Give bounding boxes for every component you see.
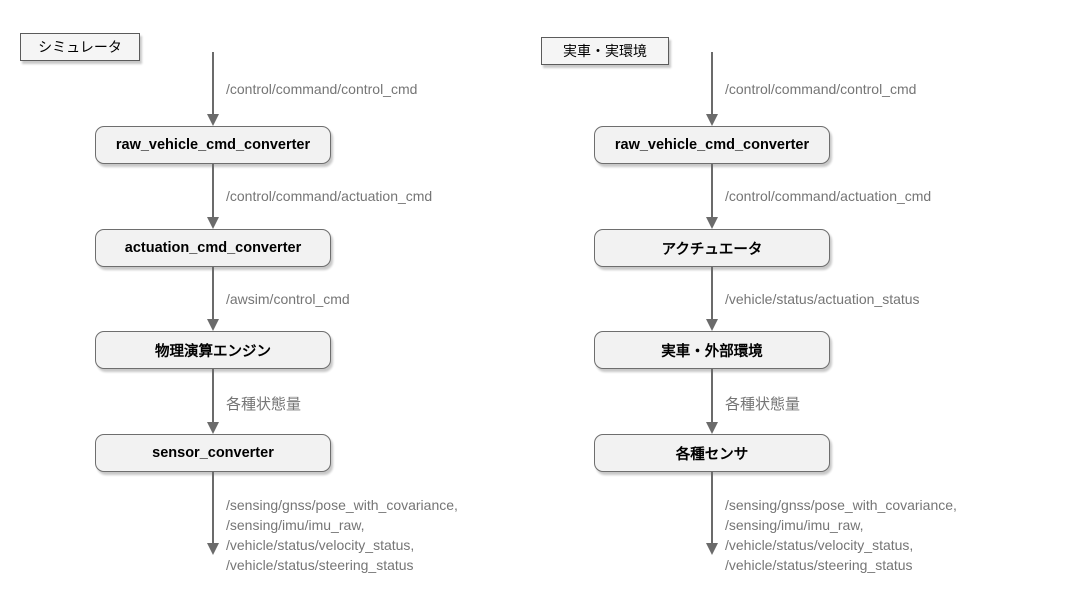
down-arrow-head-icon bbox=[207, 217, 219, 229]
flow-node-sensor-converter: sensor_converter bbox=[95, 434, 331, 472]
output-topics-label: /sensing/gnss/pose_with_covariance, /sen… bbox=[226, 497, 458, 573]
flow-node-actuation-cmd-converter: actuation_cmd_converter bbox=[95, 229, 331, 267]
column-header-real-vehicle: 実車・実環境 bbox=[541, 37, 669, 65]
down-arrow-line bbox=[212, 471, 214, 543]
flow-node-actuator: アクチュエータ bbox=[594, 229, 830, 267]
down-arrow-head-icon bbox=[207, 114, 219, 126]
down-arrow-line bbox=[711, 471, 713, 543]
down-arrow-line bbox=[212, 369, 214, 422]
down-arrow-head-icon bbox=[706, 319, 718, 331]
down-arrow-head-icon bbox=[207, 543, 219, 555]
down-arrow-line bbox=[212, 52, 214, 114]
edge-label: 各種状態量 bbox=[725, 396, 801, 413]
down-arrow-line bbox=[711, 267, 713, 319]
down-arrow-line bbox=[711, 369, 713, 422]
edge-label: /vehicle/status/actuation_status bbox=[725, 291, 920, 307]
edge-label: 各種状態量 bbox=[226, 396, 302, 413]
edge-label: /awsim/control_cmd bbox=[226, 291, 350, 307]
flow-node-raw-vehicle-cmd-converter: raw_vehicle_cmd_converter bbox=[594, 126, 830, 164]
down-arrow-head-icon bbox=[706, 114, 718, 126]
down-arrow-head-icon bbox=[706, 422, 718, 434]
output-topics-label: /sensing/gnss/pose_with_covariance, /sen… bbox=[725, 497, 957, 573]
edge-label: /control/command/actuation_cmd bbox=[226, 188, 433, 204]
down-arrow-head-icon bbox=[706, 217, 718, 229]
flow-node-raw-vehicle-cmd-converter: raw_vehicle_cmd_converter bbox=[95, 126, 331, 164]
edge-label: /control/command/control_cmd bbox=[725, 81, 917, 97]
down-arrow-head-icon bbox=[207, 319, 219, 331]
down-arrow-line bbox=[212, 267, 214, 319]
flow-node-sensors: 各種センサ bbox=[594, 434, 830, 472]
edge-label: /control/command/actuation_cmd bbox=[725, 188, 932, 204]
down-arrow-line bbox=[711, 164, 713, 217]
flow-node-real-vehicle-environment: 実車・外部環境 bbox=[594, 331, 830, 369]
down-arrow-head-icon bbox=[706, 543, 718, 555]
down-arrow-line bbox=[212, 164, 214, 217]
column-header-simulator: シミュレータ bbox=[20, 33, 140, 61]
edge-label: /control/command/control_cmd bbox=[226, 81, 418, 97]
down-arrow-head-icon bbox=[207, 422, 219, 434]
flow-node-physics-engine: 物理演算エンジン bbox=[95, 331, 331, 369]
down-arrow-line bbox=[711, 52, 713, 114]
